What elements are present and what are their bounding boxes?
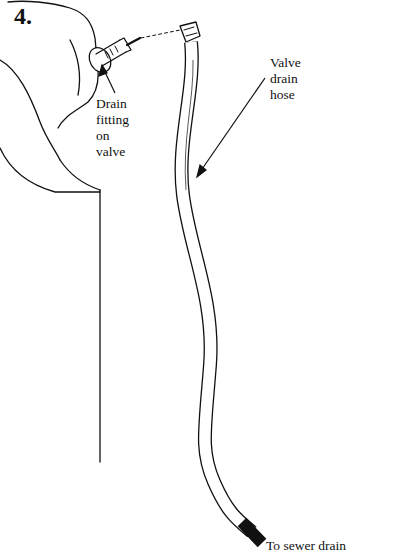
leader-arrowhead [197, 165, 206, 177]
drain-hose [181, 42, 252, 532]
hose-end [242, 522, 262, 543]
hose-clamp [184, 27, 197, 36]
valve-housing [60, 160, 100, 190]
fitting-threads [105, 46, 118, 58]
hose-connector [180, 22, 200, 42]
valve-housing [8, 1, 98, 128]
step-number: 4. [14, 2, 54, 30]
tank-edge [99, 190, 100, 462]
drain-hose [181, 42, 252, 532]
part-label: Drain fitting on valve [96, 96, 142, 160]
fitting-boss [85, 44, 115, 77]
drain-fitting [120, 38, 131, 52]
destination-label: To sewer drain [266, 538, 406, 554]
alignment-line [141, 30, 180, 38]
leader-line [200, 78, 265, 172]
tank-edge [0, 148, 100, 192]
leader-arrowhead [99, 65, 107, 76]
drain-fitting-tip [127, 38, 140, 45]
drain-fitting [96, 40, 126, 66]
hose-highlight [185, 60, 193, 190]
valve-housing [70, 40, 80, 95]
valve-housing [0, 60, 60, 160]
part-label: Valve drain hose [270, 55, 316, 103]
